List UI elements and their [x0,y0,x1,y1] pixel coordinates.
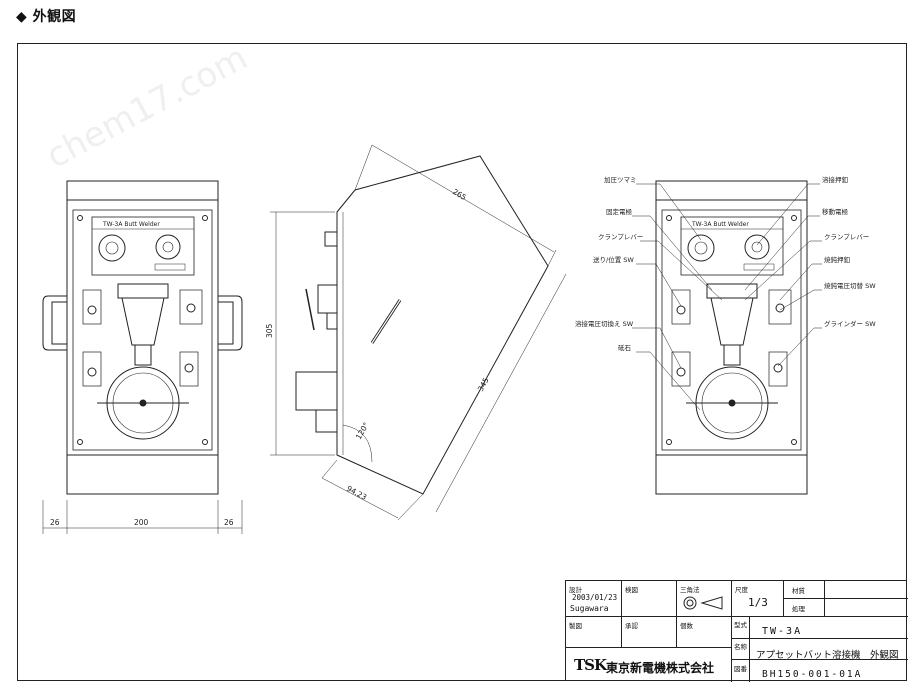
watermark: chem17.com [40,38,254,177]
drawing-label: 製図 [569,622,582,630]
model-value: TW-3A [762,626,803,637]
callout-grindstone: 砥石 [618,344,632,352]
design-label: 設計 [569,586,582,594]
panel-title: TW-3A Butt Welder [102,221,160,228]
number-value: BH150-001-01A [762,669,863,680]
company-name: 東京新電機株式会社 [606,661,715,675]
annotated-view [632,180,822,495]
projection-symbol [683,596,723,610]
callout-weld-button: 溶接押釦 [822,175,849,184]
front-view [42,180,243,534]
callout-weld-voltage-switch: 溶接電圧切換え SW [575,319,634,328]
callout-anneal-button: 焼鈍押釦 [824,255,851,264]
svg-text:TW-3A Butt Welder: TW-3A Butt Welder [691,221,749,228]
quantity-label: 個数 [680,622,693,630]
material-label: 材質 [792,587,805,595]
projection-label: 三角法 [680,586,700,594]
callout-pressure-knob: 加圧ツマミ [604,175,637,184]
callout-feed-switch: 送り/位置 SW [593,255,634,264]
check-label: 検図 [625,586,638,594]
dim-width: 200 [134,518,149,527]
approval-label: 承認 [625,622,638,630]
side-view [270,144,567,521]
dim-left-gap: 26 [50,518,60,527]
callout-clamp-lever-right: クランプレバー [824,233,869,241]
design-date: 2003/01/23 [572,593,618,602]
dim-side-height: 305 [265,323,274,338]
page-heading: ◆ 外観図 [16,9,77,25]
designer: Sugawara [570,604,609,613]
drawing-frame [17,43,907,681]
scale-label: 尺度 [735,586,748,594]
dim-right-gap: 26 [224,518,234,527]
name-value: アプセットバット溶接機 外観図 [756,650,899,661]
dim-angle: 120° [354,421,371,441]
dim-long-diag: 345 [476,376,491,393]
callout-fixed-electrode: 固定電極 [606,207,633,216]
title-block: 設計 2003/01/23 Sugawara 検図 三角法 尺度 1/3 材質 … [565,580,908,682]
callout-labels: 加圧ツマミ 固定電極 クランプレバー 送り/位置 SW 溶接電圧切換え SW 砥… [575,175,876,352]
callout-clamp-lever-left: クランプレバー [598,233,643,241]
scale-value: 1/3 [748,596,768,609]
treatment-label: 処理 [792,605,805,613]
name-label: 名称 [734,643,747,651]
svg-text:TW-3A Butt Welder: TW-3A Butt Welder [102,221,160,228]
annotated-panel-title: TW-3A Butt Welder [691,221,749,228]
model-label: 型式 [734,621,747,629]
callout-anneal-voltage-switch: 焼鈍電圧切替 SW [824,281,876,290]
callout-moving-electrode: 移動電極 [822,207,849,216]
number-label: 図番 [734,665,747,673]
dim-bottom-diag: 94.23 [345,484,368,502]
company-logo: TSK [574,656,607,674]
callout-grinder-switch: グラインダー SW [824,319,876,328]
